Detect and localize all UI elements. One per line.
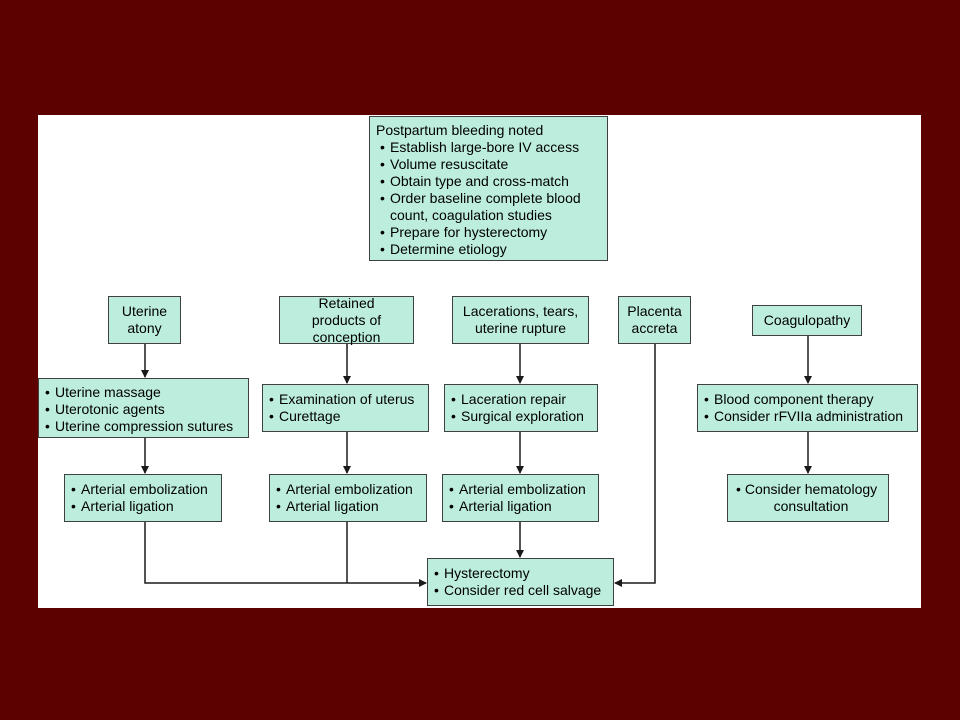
cause-lacerations-label: Lacerations, tears, uterine rupture: [462, 303, 579, 336]
retained-treatment-box: Examination of uterus Curettage: [262, 384, 429, 432]
cause-placenta-accreta: Placenta accreta: [618, 296, 691, 344]
cause-uterine-atony: Uterine atony: [108, 296, 181, 344]
postpartum-bleeding-title: Postpartum bleeding noted: [376, 122, 544, 138]
cause-retained-products-label: Retained products of conception: [311, 294, 382, 345]
lacerations-treatment-list: Laceration repair Surgical exploration: [449, 391, 593, 425]
lacerations-arterial-list: Arterial embolization Arterial ligation: [447, 481, 594, 515]
hysterectomy-list: Hysterectomy Consider red cell salvage: [432, 565, 609, 599]
retained-treatment-item: Curettage: [267, 408, 424, 425]
hematology-list: Consider hematology consultation: [734, 481, 882, 515]
lacerations-treatment-box: Laceration repair Surgical exploration: [444, 384, 598, 432]
coagulopathy-treatment-item: Blood component therapy: [702, 391, 913, 408]
cause-retained-products: Retained products of conception: [279, 294, 414, 345]
atony-arterial-item: Arterial ligation: [69, 498, 217, 515]
atony-arterial-list: Arterial embolization Arterial ligation: [69, 481, 217, 515]
hematology-box: Consider hematology consultation: [727, 474, 889, 522]
lacerations-treatment-item: Surgical exploration: [449, 408, 593, 425]
lacerations-arterial-box: Arterial embolization Arterial ligation: [442, 474, 599, 522]
action-type-crossmatch: Obtain type and cross-match: [378, 173, 601, 190]
connector-atony-to-hysterectomy: [144, 522, 347, 584]
lacerations-arterial-item: Arterial ligation: [447, 498, 594, 515]
action-volume: Volume resuscitate: [378, 156, 601, 173]
action-baseline-labs: Order baseline complete blood count, coa…: [378, 190, 595, 224]
retained-arterial-item: Arterial ligation: [274, 498, 422, 515]
retained-treatment-item: Examination of uterus: [267, 391, 424, 408]
coagulopathy-treatment-list: Blood component therapy Consider rFVIIa …: [702, 391, 913, 425]
action-iv-access: Establish large-bore IV access: [378, 139, 601, 156]
atony-arterial-box: Arterial embolization Arterial ligation: [64, 474, 222, 522]
action-determine-etiology: Determine etiology: [378, 241, 601, 258]
atony-treatment-item: Uterotonic agents: [43, 401, 244, 418]
arrow-placenta-to-hysterectomy: [614, 344, 656, 587]
postpartum-bleeding-box: Postpartum bleeding noted Establish larg…: [369, 116, 608, 261]
coagulopathy-treatment-item: Consider rFVIIa administration: [702, 408, 913, 425]
action-prepare-hysterectomy: Prepare for hysterectomy: [378, 224, 601, 241]
hematology-item: Consider hematology consultation: [734, 481, 882, 515]
cause-uterine-atony-label: Uterine atony: [121, 303, 168, 336]
hysterectomy-item: Consider red cell salvage: [432, 582, 609, 599]
cause-coagulopathy: Coagulopathy: [752, 305, 862, 336]
atony-treatment-box: Uterine massage Uterotonic agents Uterin…: [38, 378, 249, 438]
lacerations-treatment-item: Laceration repair: [449, 391, 593, 408]
lacerations-arterial-item: Arterial embolization: [447, 481, 594, 498]
cause-lacerations: Lacerations, tears, uterine rupture: [452, 296, 589, 344]
atony-treatment-item: Uterine compression sutures: [43, 418, 244, 435]
cause-coagulopathy-label: Coagulopathy: [763, 312, 851, 328]
atony-arterial-item: Arterial embolization: [69, 481, 217, 498]
retained-treatment-list: Examination of uterus Curettage: [267, 391, 424, 425]
atony-treatment-item: Uterine massage: [43, 384, 244, 401]
retained-arterial-box: Arterial embolization Arterial ligation: [269, 474, 427, 522]
hysterectomy-item: Hysterectomy: [432, 565, 609, 582]
initial-actions-list: Establish large-bore IV access Volume re…: [376, 139, 601, 258]
atony-treatment-list: Uterine massage Uterotonic agents Uterin…: [43, 384, 244, 435]
retained-arterial-item: Arterial embolization: [274, 481, 422, 498]
hysterectomy-box: Hysterectomy Consider red cell salvage: [427, 558, 614, 606]
retained-arterial-list: Arterial embolization Arterial ligation: [274, 481, 422, 515]
coagulopathy-treatment-box: Blood component therapy Consider rFVIIa …: [697, 384, 918, 432]
cause-placenta-accreta-label: Placenta accreta: [627, 303, 682, 336]
